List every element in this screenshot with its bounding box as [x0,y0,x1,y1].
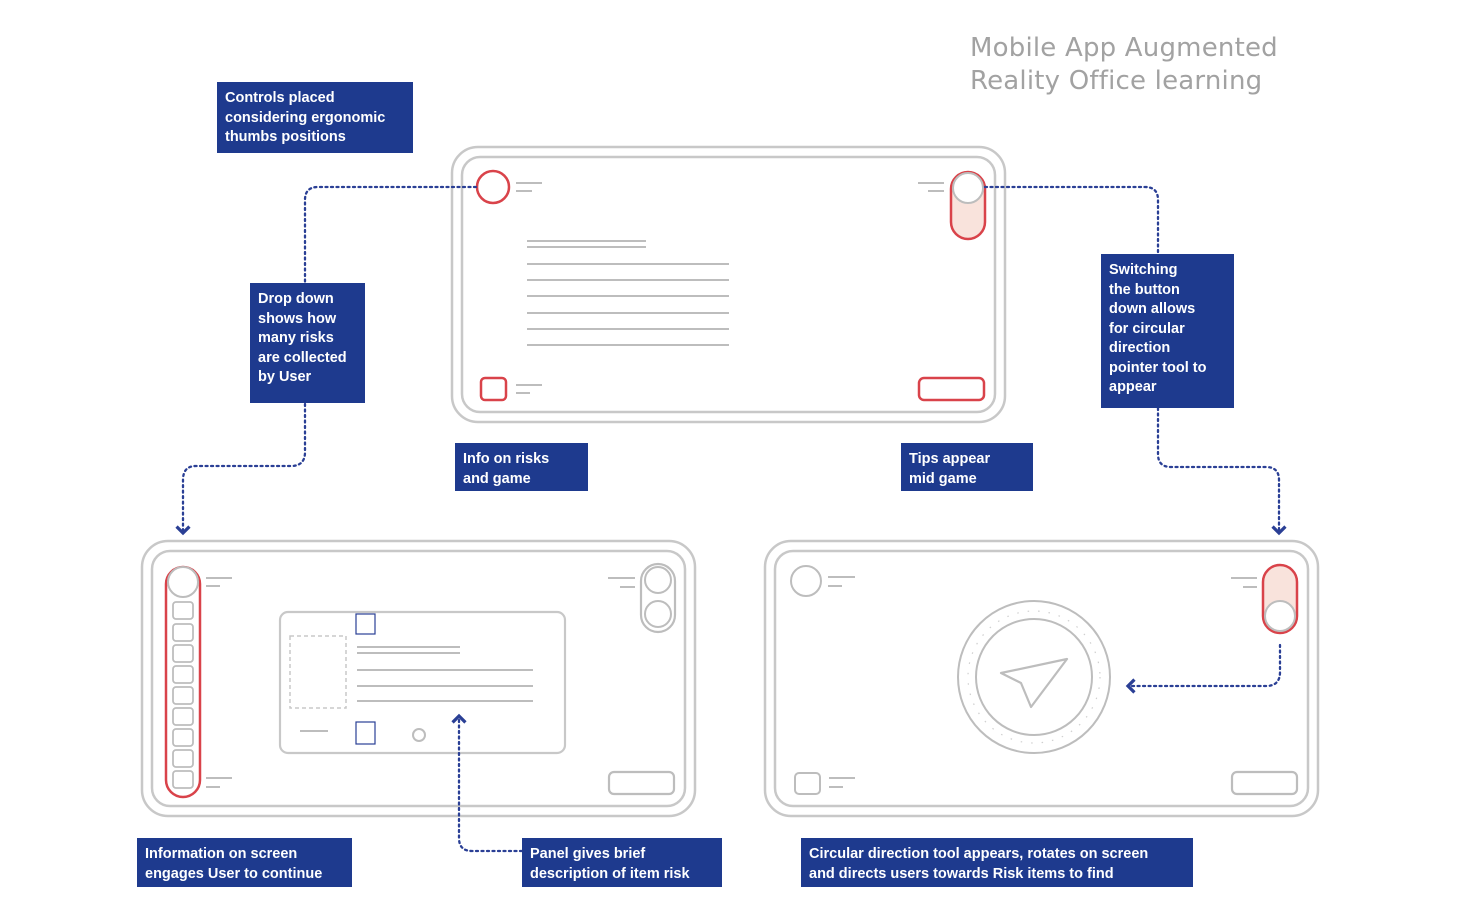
label-tips-appear: Tips appear mid game [901,443,1033,491]
risk-info-panel [278,610,567,755]
phone-mockup-top [450,145,1007,424]
label-info-risks: Info on risks and game [455,443,588,491]
title-line-2: Reality Office learning [970,66,1263,96]
wide-button [917,376,986,402]
connector-panel [451,713,524,853]
connector-toggle-to-tool [1125,643,1282,694]
connector-top-right [983,185,1160,256]
direction-arrow-icon [999,657,1069,709]
label-switching: Switching the button down allows for cir… [1101,254,1234,408]
connector-switch-to-phone [1156,406,1287,536]
circular-direction-tool [957,600,1111,754]
small-square-button [479,376,508,402]
toggle-switch [949,170,987,241]
phone-mockup-bottom-right [763,539,1320,818]
label-circular-tool: Circular direction tool appears, rotates… [801,838,1193,887]
toggle-switch [1261,563,1299,635]
info-text-lines [527,240,729,346]
phone-mockup-bottom-left [140,539,697,818]
title-line-1: Mobile App Augmented [970,33,1278,63]
label-controls-placed: Controls placed considering ergonomic th… [217,82,413,153]
label-information-on-screen: Information on screen engages User to co… [137,838,352,887]
connector-top-left [303,185,478,285]
risk-dropdown-list [164,565,202,799]
connector-dropdown-to-phone [175,402,307,536]
label-drop-down: Drop down shows how many risks are colle… [250,283,365,403]
menu-circle-control [475,169,511,205]
diagram-title: Mobile App Augmented Reality Office lear… [970,32,1390,98]
label-panel-gives: Panel gives brief description of item ri… [522,838,722,887]
toggle-switch [639,562,677,634]
